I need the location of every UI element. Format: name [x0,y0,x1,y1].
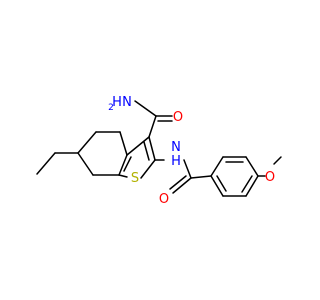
nh-hydrogen-label: H [171,154,181,169]
atom-labels: N H 2 O N H S O O [108,95,275,207]
bond-c7a-c3a-double [123,156,132,172]
bond-carbonyl-o-double [169,175,187,190]
bond-ar4-ar5-double [241,175,253,193]
bond-n-carbonyl [183,159,192,179]
structure-drawing: N H 2 O N H S O O [36,95,282,207]
molecule-canvas: N H 2 O N H S O O [36,95,282,207]
bond-ch2-ch3 [36,152,56,175]
bond-camide-nh2 [134,100,157,117]
bond-c5-c6 [77,131,97,154]
bond-c3-c2-double [143,141,150,161]
amide-hydrogen-label: H [112,95,122,110]
amide-hydrogen-count: 2 [108,103,114,113]
amide-oxygen-label: O [173,110,183,125]
bond-c3-c2 [148,136,156,161]
bond-o-ch3 [273,156,282,165]
bond-ar4-ar5 [245,175,259,197]
bond-carbonyl-aryl [190,175,212,179]
thiophene-sulfur-label: S [131,171,139,186]
benzamide-oxygen-label: O [159,192,169,207]
bond-c3a-c4 [119,131,128,156]
bond-carbonyl-o [172,177,192,194]
bond-c3-c3a [126,136,150,156]
amide-nitrogen-label: N [122,95,132,110]
bond-c6-c7 [77,152,94,176]
methoxy-oxygen-label: O [265,170,275,185]
nh-nitrogen-label: N [171,140,181,155]
bond-ar3-ar4 [245,156,259,177]
bond-ar6-ar1 [210,175,224,197]
bond-c3-camide [148,115,157,138]
bond-s-c7a [118,174,128,178]
bond-ar6-ar1-double [216,175,227,192]
bond-c2-s [140,159,156,179]
bond-ar1-ar2 [210,156,224,177]
bonds [36,100,282,197]
bond-c7a-c3a [118,154,128,176]
